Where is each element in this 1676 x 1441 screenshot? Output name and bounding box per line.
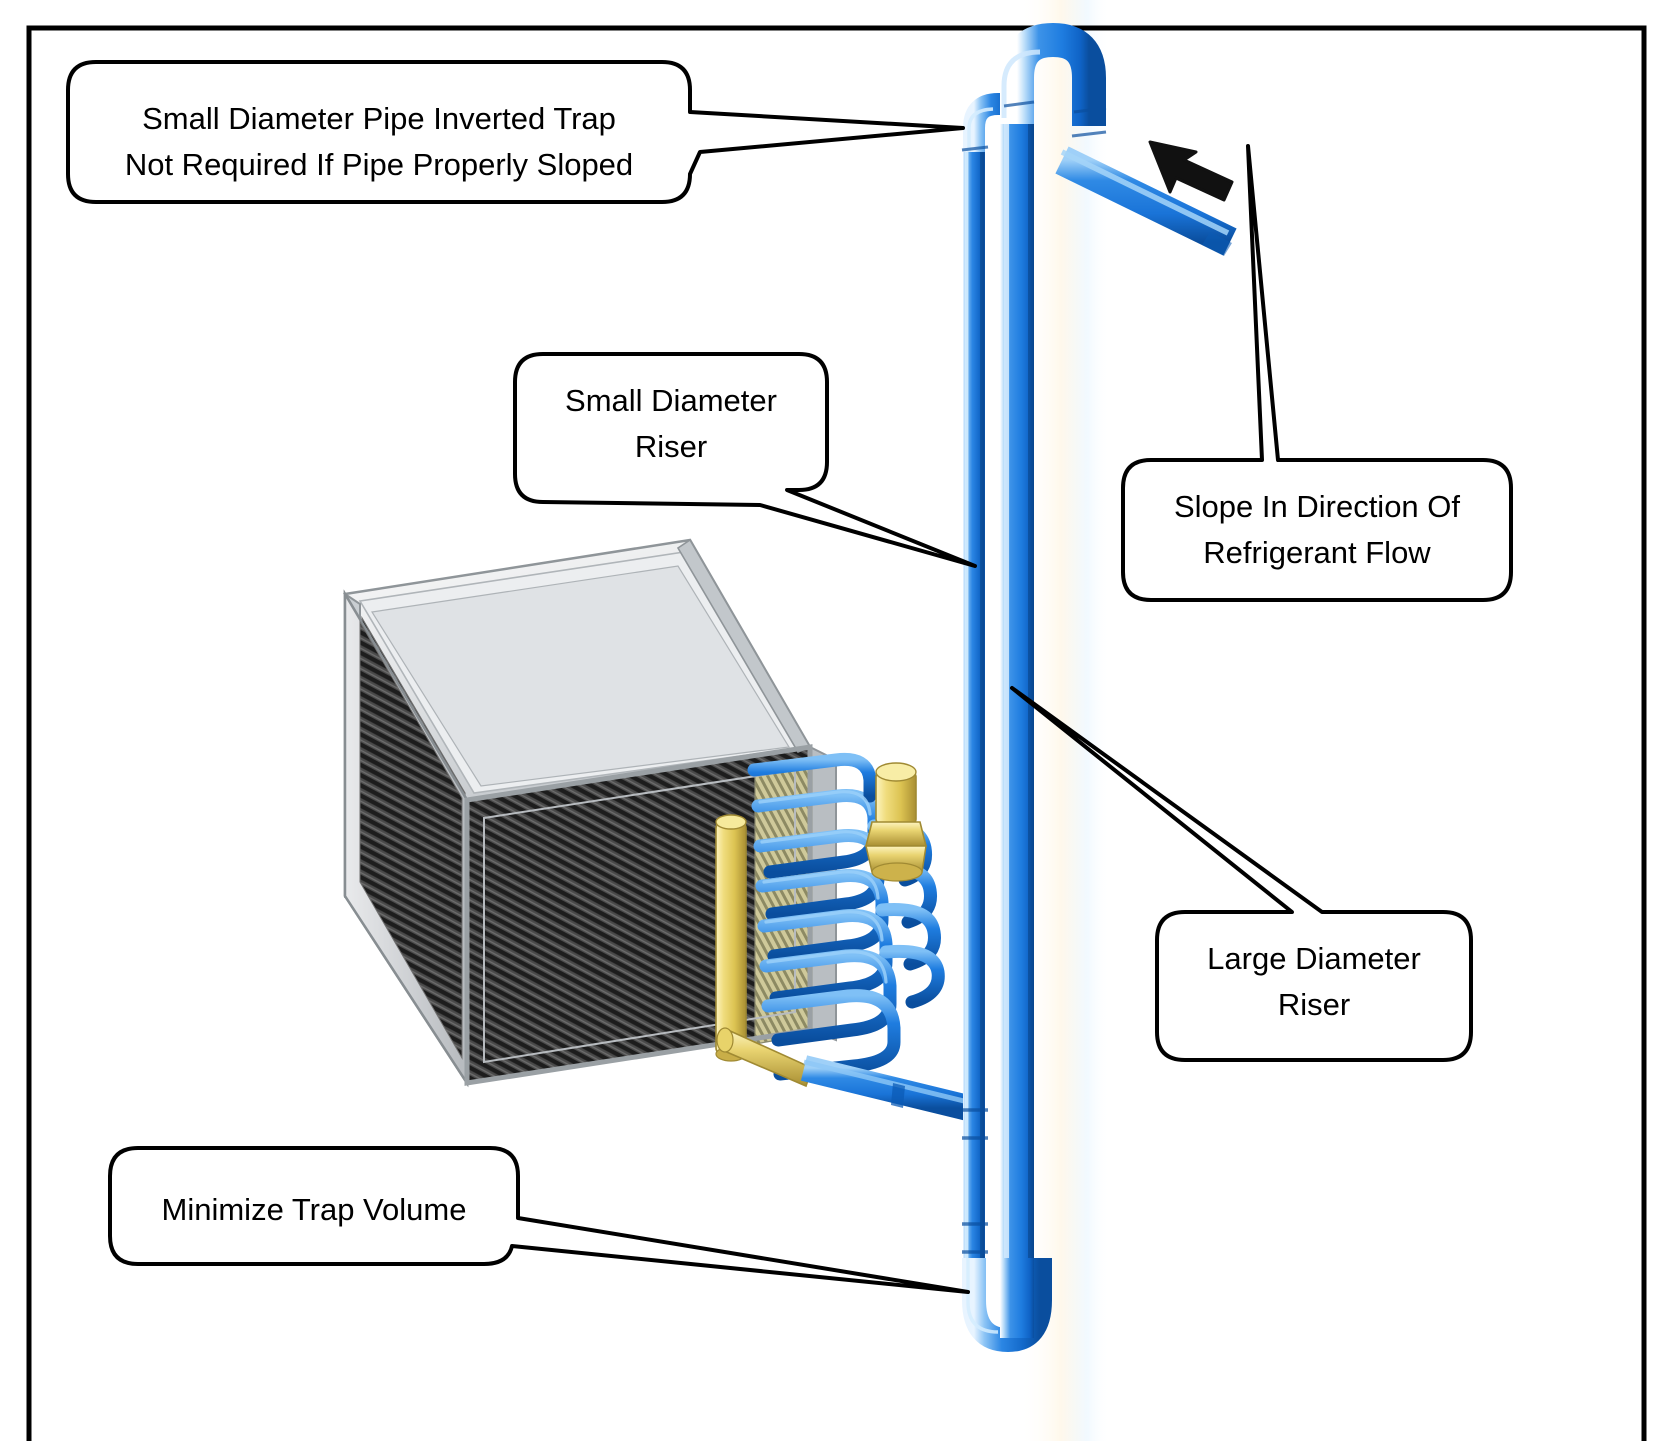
coil-front-frame-inner xyxy=(483,768,796,1064)
coil-casing-top-lip xyxy=(371,565,790,787)
inverted-trap-large-loop xyxy=(1000,22,1106,126)
pipe-coupling xyxy=(891,1083,905,1108)
bottom-trap-couplings xyxy=(962,1108,988,1254)
yellow-distributor-header-left xyxy=(715,814,747,1062)
callout-slope-in-direction-of-refrigerant-flow xyxy=(1121,144,1513,602)
yellow-suction-stub xyxy=(716,1027,813,1088)
refrigerant-flow-arrow xyxy=(1148,140,1234,202)
coil-casing-back-edge xyxy=(676,538,812,754)
coil-left-fins xyxy=(359,620,463,1060)
sloped-horizontal-pipe xyxy=(1055,146,1237,256)
callout-small-diameter-pipe-inverted-trap xyxy=(66,60,965,204)
small-diameter-riser-pipe xyxy=(963,146,985,1264)
large-riser-bottom-leg xyxy=(1000,1258,1034,1338)
blue-return-bend-highlights xyxy=(758,790,888,984)
page-border xyxy=(26,25,1647,1441)
finned-evaporator-coil xyxy=(342,538,837,1088)
trap-couplings xyxy=(961,100,1107,152)
callout-minimize-trap-volume xyxy=(108,1146,970,1294)
header-nozzle-step xyxy=(864,821,928,847)
callout-shapes xyxy=(66,60,1513,1294)
background-haze xyxy=(1020,0,1110,1441)
callout-large-diameter-riser xyxy=(1010,686,1473,1062)
bottom-trap xyxy=(962,1108,1052,1353)
bottom-suction-line xyxy=(800,1055,972,1121)
bottom-trap-u-bend xyxy=(962,1258,1052,1353)
sloped-pipe-end-coupling xyxy=(1202,232,1232,256)
callout-small-diameter-riser xyxy=(513,352,977,568)
yellow-distributor-header-right xyxy=(864,762,928,882)
